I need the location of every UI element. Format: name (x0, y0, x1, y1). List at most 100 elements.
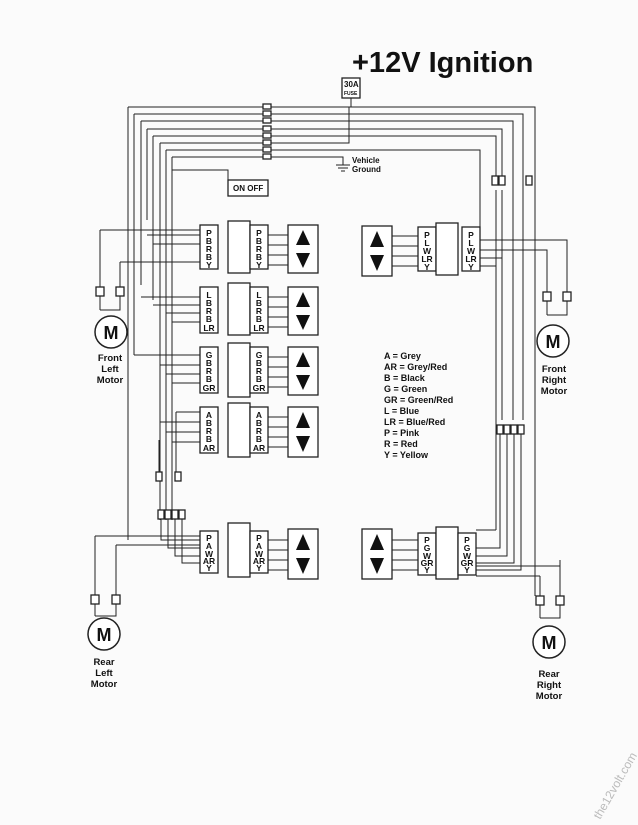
motor-symbol: M (542, 633, 557, 653)
motor-icon (536, 324, 570, 358)
legend-item: GR = Green/Red (384, 395, 453, 405)
down-arrow-icon[interactable] (296, 253, 310, 268)
legend-item: AR = Grey/Red (384, 362, 447, 372)
up-arrow-icon[interactable] (296, 292, 310, 307)
switch-body (227, 342, 251, 398)
pin: P (424, 230, 430, 240)
left-lower-wires (160, 519, 200, 564)
motor-label: Right (537, 680, 562, 691)
pin: AR (253, 556, 265, 566)
diode-icon (535, 595, 545, 606)
ground-label-2: Ground (352, 165, 381, 174)
pin: R (256, 306, 262, 316)
pin: Y (256, 563, 262, 573)
up-arrow-icon[interactable] (370, 231, 384, 247)
pin: GR (421, 558, 434, 568)
motor-label: Front (98, 353, 123, 364)
pin: L (424, 238, 429, 248)
motor-symbol: M (97, 625, 112, 645)
pin: P (468, 230, 474, 240)
pin: W (423, 246, 432, 256)
pin: G (206, 350, 213, 360)
color-legend: A = Grey AR = Grey/Red B = Black G = Gre… (384, 351, 453, 460)
fuse-label-type: FUSE (344, 91, 358, 97)
connector-c7 (199, 406, 219, 454)
diagram-title: +12V Ignition (352, 47, 533, 79)
up-arrow-icon[interactable] (296, 412, 310, 428)
switch-body (227, 282, 251, 336)
pin: B (206, 252, 212, 262)
pin: P (464, 535, 470, 545)
down-arrow-icon[interactable] (296, 315, 310, 330)
pin: Y (468, 262, 474, 272)
switch-row-rear-right: P G W GR Y P G W GR Y (361, 526, 561, 596)
up-arrow-icon[interactable] (296, 352, 310, 367)
down-arrow-icon[interactable] (296, 436, 310, 452)
switch-row-2: L B R B LR L B R B LR (141, 282, 319, 336)
pin: G (464, 543, 471, 553)
down-arrow-icon[interactable] (296, 375, 310, 390)
switch-body (435, 222, 459, 276)
motor-label: Left (95, 668, 113, 679)
pin: Y (206, 563, 212, 573)
pin: B (256, 374, 262, 384)
switch-row-4: A B R B AR A B R B AR (158, 402, 319, 472)
ground-label-1: Vehicle (352, 156, 380, 165)
pin: B (206, 418, 212, 428)
main-on-off-switch[interactable] (227, 179, 269, 197)
pin: R (206, 366, 212, 376)
motor-icon (532, 625, 566, 659)
right-lower-wires (476, 434, 522, 571)
pin: GR (203, 383, 216, 393)
pin: B (256, 434, 262, 444)
up-arrow-icon[interactable] (296, 534, 310, 550)
legend-item: A = Grey (384, 351, 421, 361)
down-arrow-icon[interactable] (296, 558, 310, 574)
legend-item: R = Red (384, 439, 418, 449)
pin: R (256, 366, 262, 376)
pin: R (206, 244, 212, 254)
legend-item: L = Blue (384, 406, 419, 416)
motor-icon (94, 315, 128, 349)
connector-c3 (199, 286, 219, 334)
pin: B (256, 418, 262, 428)
motor-label: Motor (541, 386, 568, 397)
motor-rear-right: M Rear Right Motor (532, 595, 566, 702)
connector-c8 (249, 406, 269, 454)
motor-symbol: M (546, 332, 561, 352)
up-arrow-icon[interactable] (370, 534, 384, 550)
pin: AR (203, 556, 215, 566)
pin: A (256, 541, 262, 551)
legend-item: G = Green (384, 384, 427, 394)
motor-label: Motor (91, 679, 118, 690)
pin: W (423, 551, 432, 561)
watermark: the12volt.com (590, 750, 638, 822)
pin: A (256, 410, 262, 420)
pin: W (463, 551, 472, 561)
connector-c6 (249, 346, 269, 394)
down-arrow-icon[interactable] (370, 558, 384, 574)
connector-c1 (199, 224, 219, 270)
pin: W (205, 549, 214, 559)
diode-icon (555, 595, 565, 606)
down-arrow-icon[interactable] (370, 255, 384, 271)
pin: R (256, 244, 262, 254)
pin: B (206, 314, 212, 324)
motor-rear-left: M Rear Left Motor (87, 594, 121, 690)
pin: L (468, 238, 473, 248)
diode-icon (562, 291, 572, 302)
pin: P (424, 535, 430, 545)
pin: B (256, 298, 262, 308)
motor-symbol: M (104, 323, 119, 343)
pin: Y (256, 260, 262, 270)
switch-body (227, 522, 251, 578)
switch-row-3: G B R B GR G B R B GR (134, 342, 319, 398)
pin: LR (465, 254, 476, 264)
up-arrow-icon[interactable] (296, 230, 310, 245)
pin: R (256, 426, 262, 436)
pin: R (206, 306, 212, 316)
diode-icon (95, 286, 105, 297)
pin: B (206, 298, 212, 308)
connector-c12 (249, 530, 269, 574)
legend-item: Y = Yellow (384, 450, 429, 460)
